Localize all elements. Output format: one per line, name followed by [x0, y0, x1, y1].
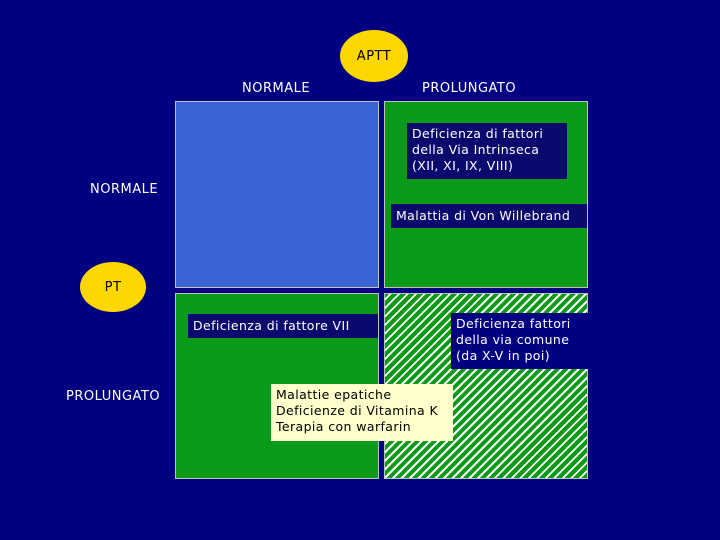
pt-title-label: PT: [104, 279, 122, 295]
common-line-1: Deficienza fattori: [456, 316, 571, 331]
box-intrinsic-pathway-deficiency: Deficienza di fattori della Via Intrinse…: [407, 123, 567, 179]
pt-row-normale: NORMALE: [90, 182, 159, 197]
liver-line-3: Terapia con warfarin: [276, 419, 412, 434]
pt-axis-title: PT: [80, 262, 146, 312]
intrinsic-line-2: della Via Intrinseca: [412, 142, 540, 157]
factor-vii-label: Deficienza di fattore VII: [193, 318, 350, 333]
liver-line-2: Deficienze di Vitamina K: [276, 403, 439, 418]
box-common-pathway-deficiency: Deficienza fattori della via comune (da …: [451, 313, 589, 369]
intrinsic-line-1: Deficienza di fattori: [412, 126, 544, 141]
von-willebrand-label: Malattia di Von Willebrand: [396, 208, 571, 223]
box-von-willebrand: Malattia di Von Willebrand: [391, 204, 587, 228]
pt-row-prolungato: PROLUNGATO: [66, 389, 161, 404]
quadrant-pt-normal-aptt-normal: [175, 101, 379, 288]
common-line-2: della via comune: [456, 332, 570, 347]
box-factor-vii-deficiency: Deficienza di fattore VII: [188, 314, 378, 338]
box-liver-vitk-warfarin: Malattie epatiche Deficienze di Vitamina…: [271, 384, 453, 441]
intrinsic-line-3: (XII, XI, IX, VIII): [412, 158, 514, 173]
aptt-axis-title: APTT: [340, 30, 408, 82]
aptt-title-label: APTT: [356, 48, 392, 64]
aptt-col-normale: NORMALE: [242, 81, 311, 96]
common-line-3: (da X-V in poi): [456, 348, 550, 363]
aptt-col-prolungato: PROLUNGATO: [422, 81, 517, 96]
liver-line-1: Malattie epatiche: [276, 387, 392, 402]
